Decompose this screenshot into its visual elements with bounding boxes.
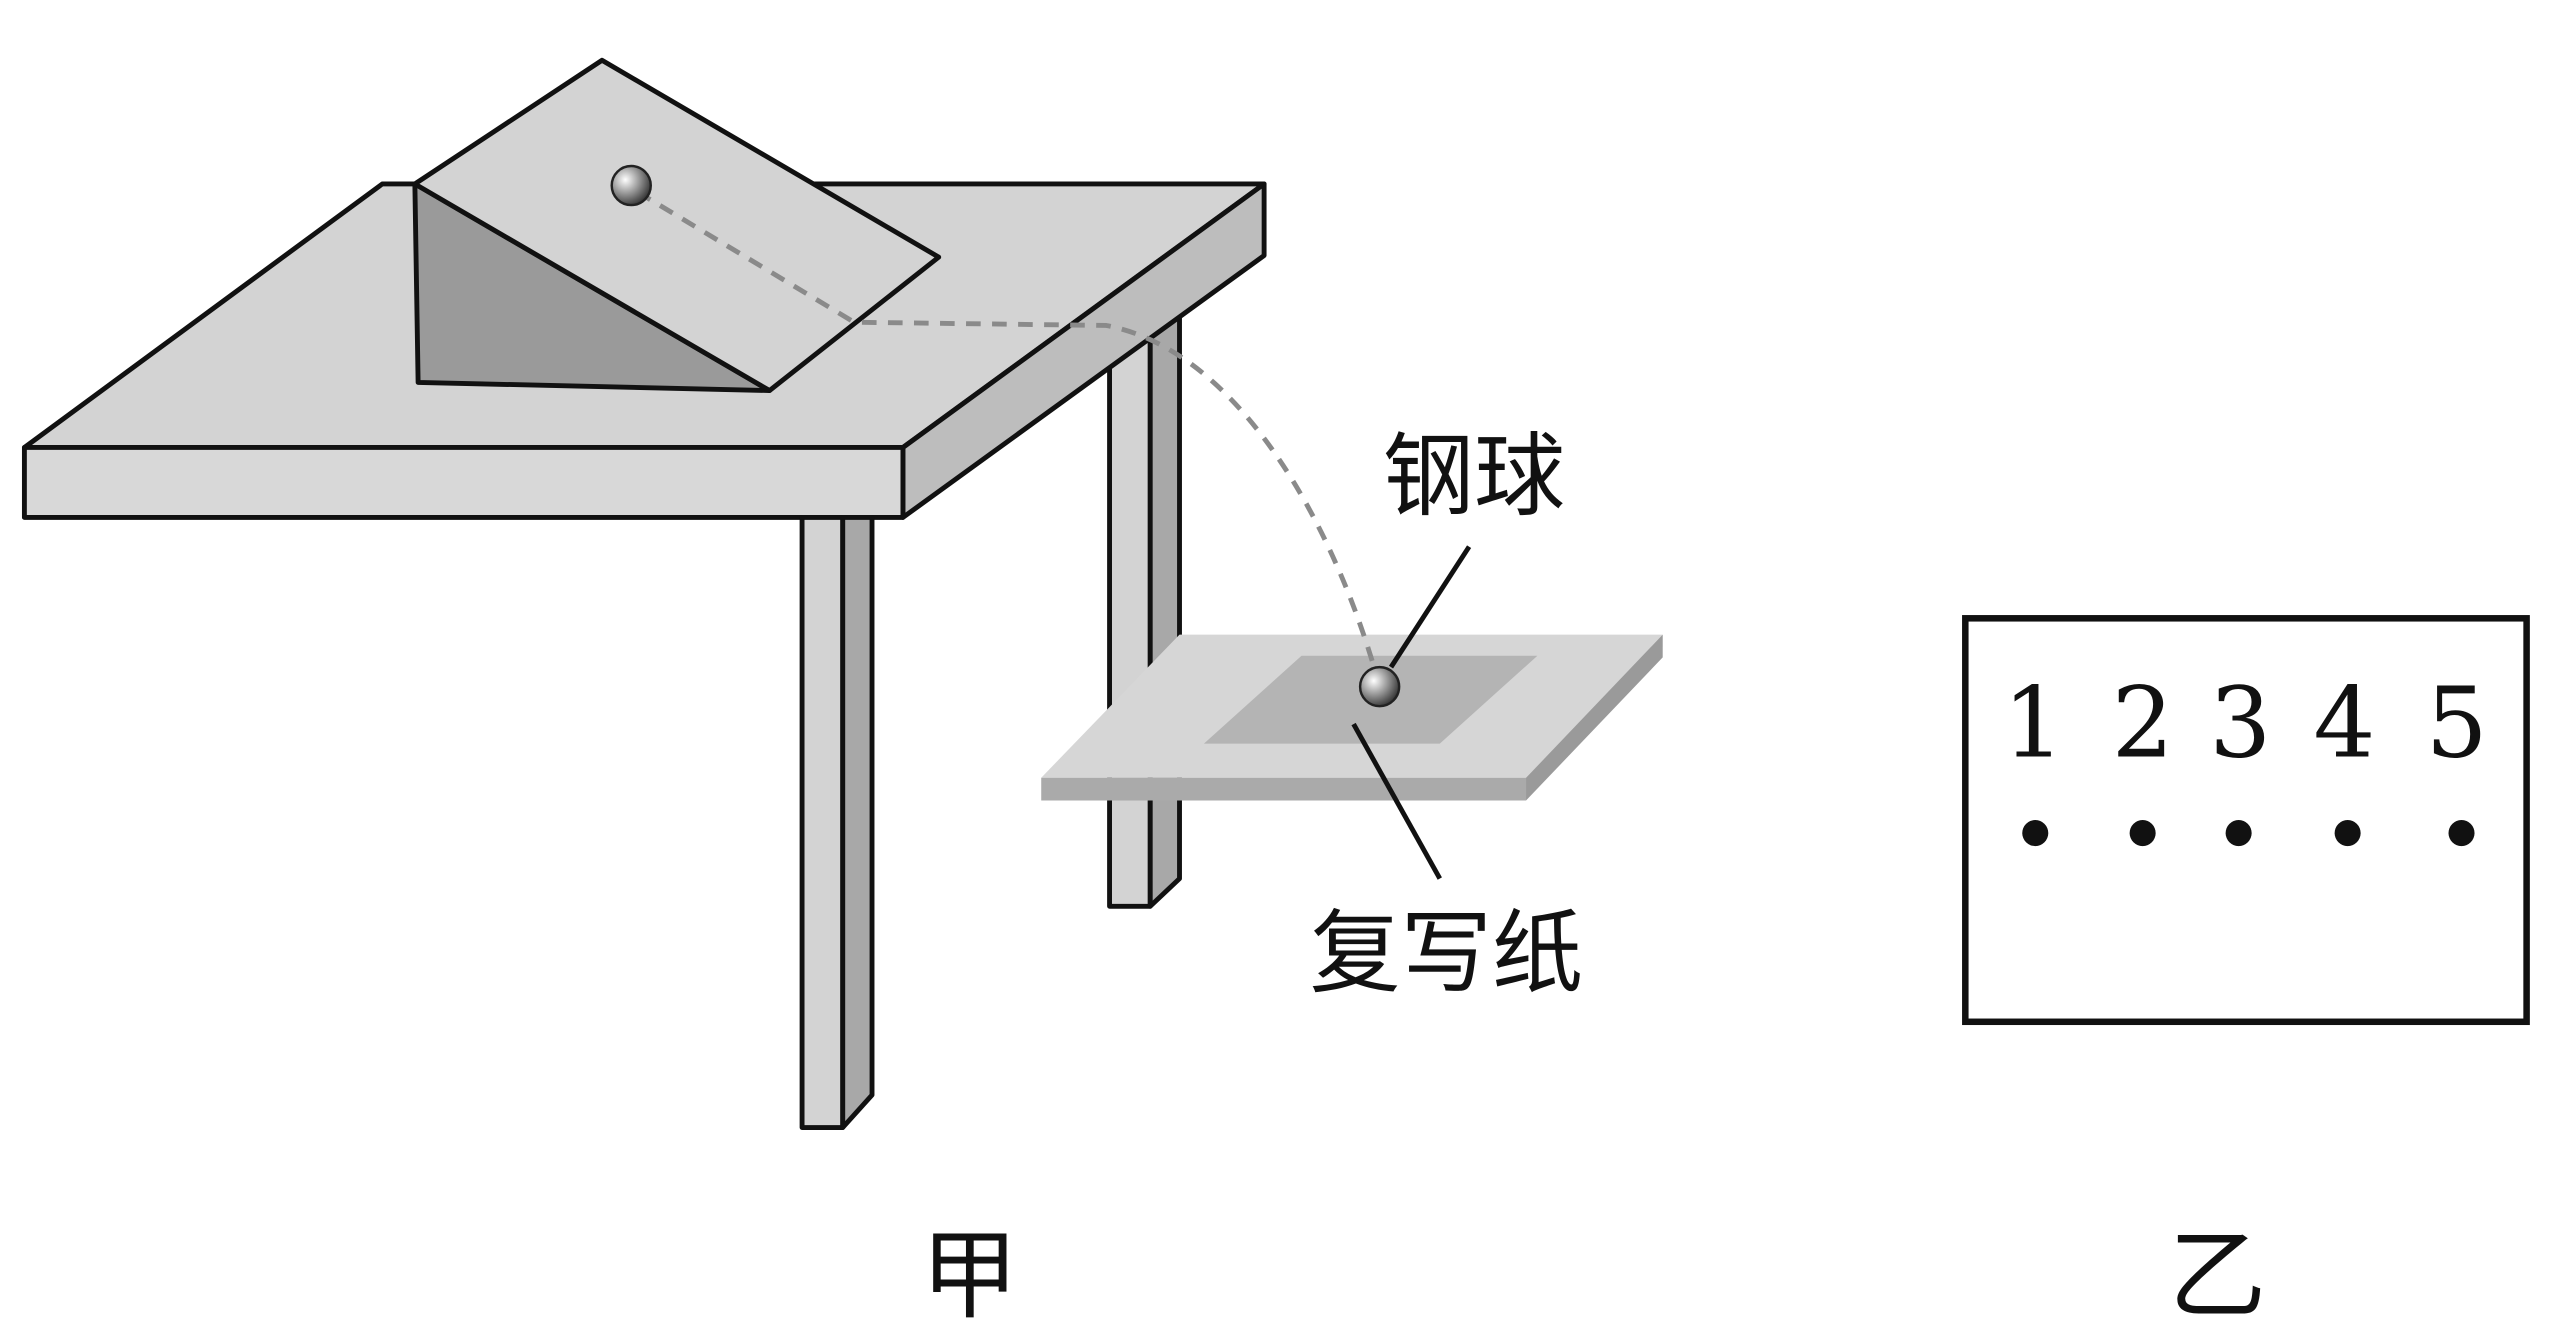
ball-label: 钢球 [1383, 424, 1565, 530]
wedge-slope-face [412, 57, 942, 393]
ball-label-leader [1388, 545, 1472, 669]
caption-left: 甲 [921, 1220, 1019, 1334]
landing-dot [2022, 820, 2049, 847]
caption-right: 乙 [2169, 1220, 2267, 1334]
table-front-leg [799, 515, 846, 1130]
landing-platform [1041, 634, 1663, 801]
paper-label-leader [1351, 722, 1442, 880]
record-paper-frame [1962, 615, 2530, 1026]
paper-label: 复写纸 [1310, 900, 1583, 1006]
table-front-edge [21, 445, 906, 520]
landing-dot [2225, 820, 2252, 847]
mark-number: 1 [2003, 667, 2065, 781]
ball-trajectory [636, 189, 1382, 688]
platform-front-edge [1041, 777, 1527, 801]
landing-dot [2334, 820, 2361, 847]
platform-side-edge [1526, 634, 1663, 801]
landing-dot [2448, 820, 2475, 847]
mark-number: 4 [2313, 667, 2375, 781]
record-paper: 1 2 3 4 5 [1962, 615, 2530, 1026]
mark-number: 3 [2209, 667, 2271, 781]
incline-wedge [412, 57, 942, 393]
table [21, 181, 1267, 1130]
steel-ball-start [610, 164, 652, 207]
table-back-leg [1107, 323, 1153, 909]
landing-dot [2129, 820, 2156, 847]
table-front-leg-side [840, 515, 875, 1130]
mark-number: 5 [2426, 667, 2488, 781]
table-back-leg-side [1147, 306, 1182, 909]
mark-number: 2 [2112, 667, 2174, 781]
steel-ball-landing [1358, 665, 1401, 708]
